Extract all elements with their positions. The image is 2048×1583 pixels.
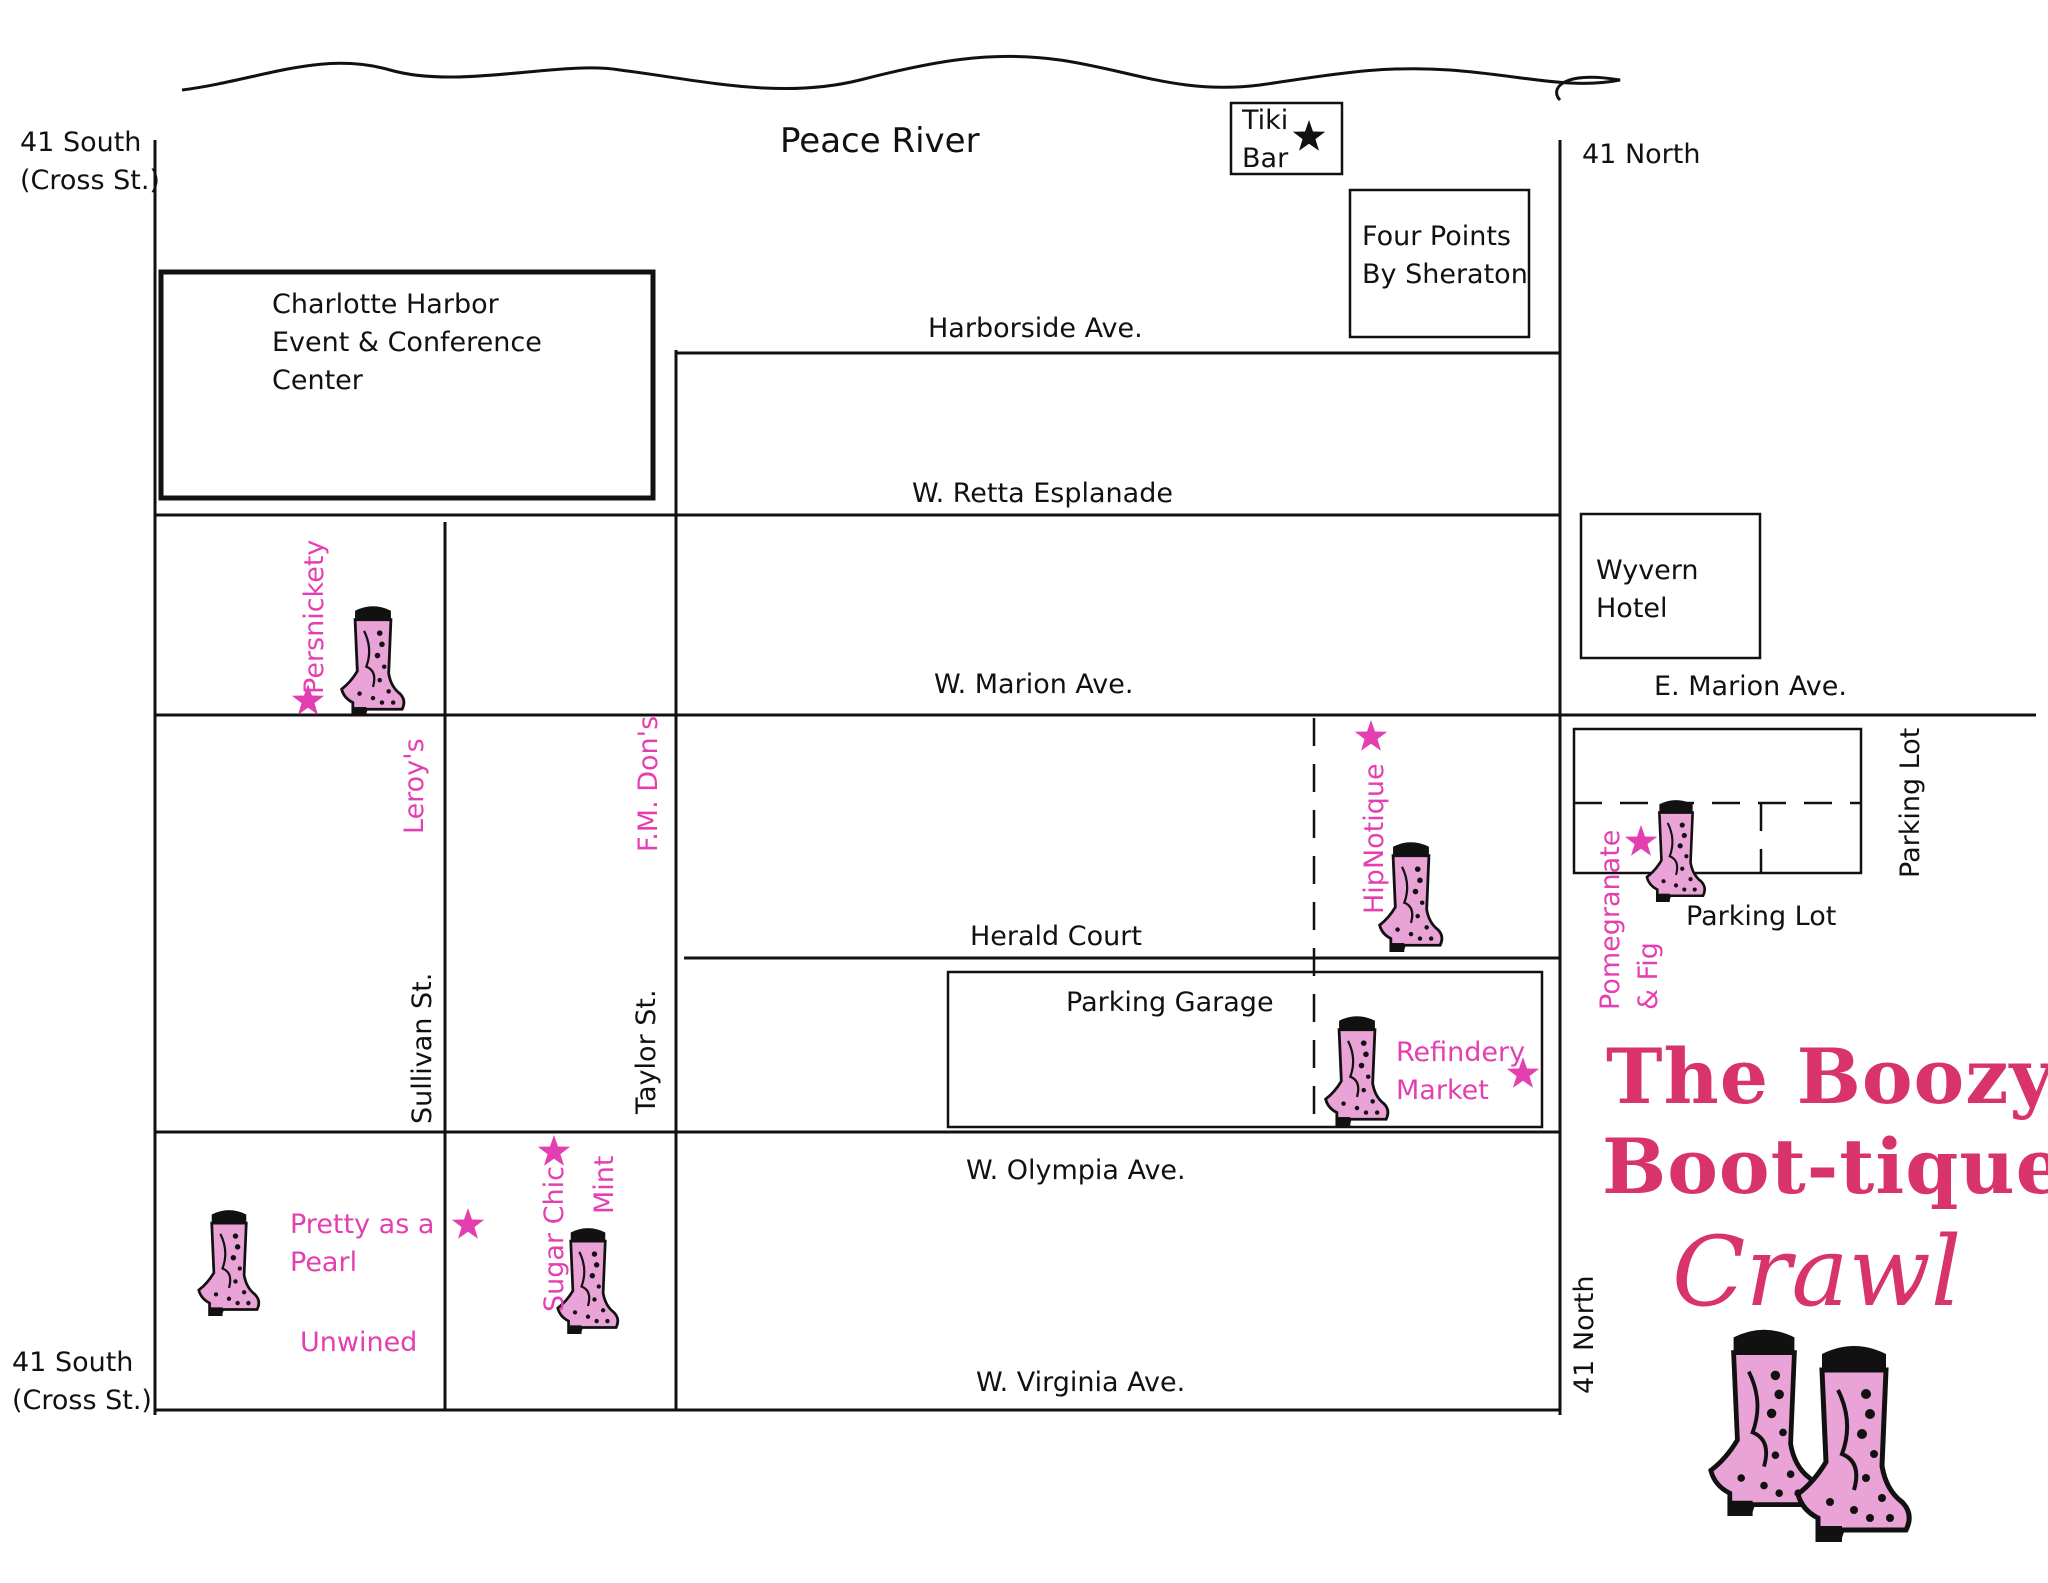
street-w-marion-label: W. Marion Ave. (934, 669, 1134, 700)
shop-leroys: Leroy's (399, 738, 430, 834)
four-points-box (1348, 188, 1531, 339)
charlotte-harbor-line3: Center (272, 365, 363, 396)
shop-persnickety: Persnickety (299, 539, 330, 694)
parking-garage-label: Parking Garage (1066, 987, 1274, 1018)
four-points-line1: Four Points (1362, 221, 1511, 252)
charlotte-harbor-box (158, 269, 656, 501)
pretty-pearl-star-icon (451, 1208, 485, 1239)
tiki-bar-line2: Bar (1242, 143, 1289, 174)
parking-lot-vertical-label: Parking Lot (1895, 727, 1926, 878)
shop-fm-dons: F.M. Don's (633, 715, 664, 852)
shop-pomegranate-line2: & Fig (1633, 942, 1664, 1010)
river-label: Peace River (780, 121, 980, 161)
parking-lot-label: Parking Lot (1686, 901, 1837, 932)
event-title-line1: The Boozy (1606, 1032, 2048, 1121)
street-sullivan-label: Sullivan St. (407, 972, 438, 1124)
highway-41-south-bottom-line1: 41 South (12, 1347, 134, 1378)
shop-refindery-line2: Market (1396, 1075, 1489, 1106)
shop-pomegranate-line1: Pomegranate (1595, 829, 1626, 1010)
event-title-line3: Crawl (1672, 1216, 1962, 1328)
pretty-pearl-boot-icon (197, 1208, 261, 1316)
tiki-bar-star-icon (1292, 120, 1326, 151)
shop-hipnotique: HipNotique (1359, 763, 1390, 914)
wyvern-hotel-box (1579, 512, 1762, 660)
persnickety-boot-icon (340, 604, 406, 716)
hipnotique-star-icon (1354, 720, 1388, 751)
highway-41-south-top-line2: (Cross St.) (20, 165, 160, 196)
sugar-chic-star-icon (537, 1135, 571, 1166)
street-virginia-label: W. Virginia Ave. (976, 1367, 1186, 1398)
street-e-marion-label: E. Marion Ave. (1654, 671, 1847, 702)
title-boot-left-icon (1711, 1330, 1817, 1516)
highway-41-south-top-line1: 41 South (20, 127, 142, 158)
charlotte-harbor-line1: Charlotte Harbor (272, 289, 499, 320)
highway-41-north-top: 41 North (1582, 139, 1701, 170)
tiki-bar-line1: Tiki (1242, 105, 1289, 136)
shop-sugar-chic: Sugar Chic (539, 1166, 570, 1312)
street-olympia-label: W. Olympia Ave. (966, 1155, 1186, 1186)
event-title-line2: Boot-tique (1602, 1122, 2048, 1211)
shop-refindery-line1: Refindery (1396, 1037, 1526, 1068)
refindery-boot-icon (1324, 1014, 1390, 1126)
four-points-line2: By Sheraton (1362, 259, 1528, 290)
pomegranate-boot-icon (1645, 798, 1707, 902)
shop-unwined: Unwined (300, 1327, 418, 1358)
street-taylor-label: Taylor St. (631, 989, 662, 1114)
parking-lot-box (1572, 727, 1863, 875)
shop-pretty-pearl-line1: Pretty as a (290, 1209, 435, 1240)
parking-garage-box (946, 970, 1544, 1129)
charlotte-harbor-line2: Event & Conference (272, 327, 542, 358)
shop-pretty-pearl-line2: Pearl (290, 1247, 358, 1278)
wyvern-hotel-line2: Hotel (1596, 593, 1668, 624)
street-retta-label: W. Retta Esplanade (912, 478, 1173, 509)
tiki-bar-box (1229, 101, 1344, 176)
highway-41-south-bottom-line2: (Cross St.) (12, 1385, 152, 1416)
street-herald-label: Herald Court (970, 921, 1142, 952)
street-harborside-label: Harborside Ave. (928, 313, 1143, 344)
highway-41-north-bottom: 41 North (1569, 1275, 1600, 1394)
shop-mint: Mint (589, 1155, 620, 1215)
wyvern-hotel-line1: Wyvern (1596, 555, 1699, 586)
river-line (181, 54, 1621, 102)
title-boot-right-icon (1798, 1346, 1909, 1542)
